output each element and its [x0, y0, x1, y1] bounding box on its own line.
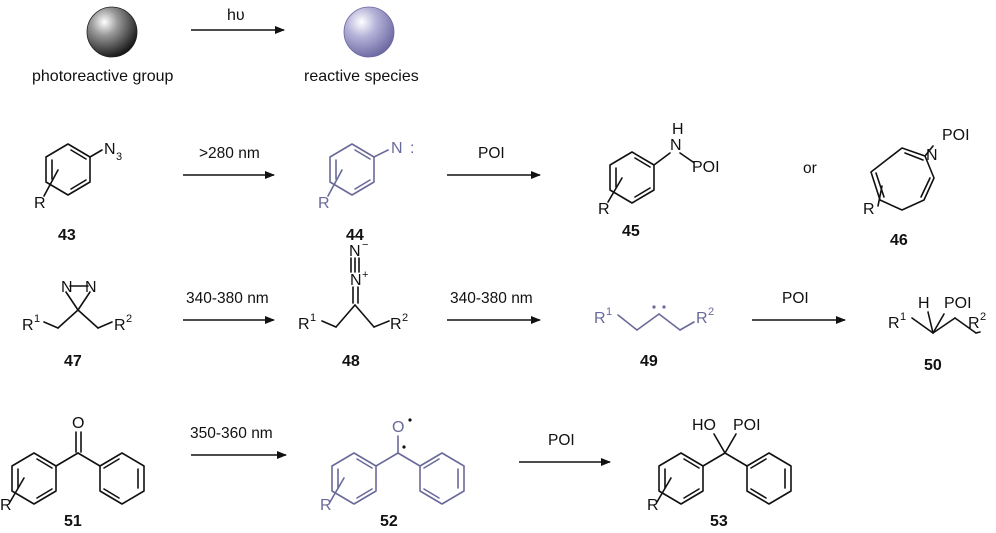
svg-text:R: R: [598, 201, 610, 218]
svg-text:2: 2: [402, 312, 408, 324]
cond-row1-step2: POI: [478, 145, 505, 162]
reactive-species-sphere: [343, 6, 395, 58]
cond-row2-step1: 340-380 nm: [186, 290, 269, 307]
cond-row1-step1: >280 nm: [199, 145, 260, 162]
svg-text:N: N: [61, 279, 73, 296]
label-46: 46: [890, 232, 908, 249]
svg-text:R: R: [390, 316, 402, 333]
svg-text:POI: POI: [733, 417, 761, 434]
svg-text:N: N: [670, 137, 682, 154]
svg-text:3: 3: [116, 151, 122, 163]
svg-text:R: R: [647, 497, 659, 514]
cond-row3-step2: POI: [548, 432, 575, 449]
svg-text:2: 2: [980, 311, 986, 323]
svg-text:N: N: [104, 141, 116, 158]
svg-text::: :: [410, 140, 414, 157]
svg-text:R: R: [114, 317, 126, 334]
svg-text:N: N: [391, 140, 403, 157]
legend: photoreactive group hυ reactive species: [32, 6, 419, 85]
svg-text:R: R: [34, 195, 46, 212]
svg-text:POI: POI: [944, 295, 972, 312]
label-51: 51: [64, 513, 82, 530]
svg-text:R: R: [863, 201, 875, 218]
svg-text:1: 1: [900, 311, 906, 323]
svg-text:R: R: [968, 315, 980, 332]
label-48: 48: [342, 353, 360, 370]
compound-47: N N R 1 R 2 47: [22, 279, 132, 370]
svg-text:−: −: [362, 239, 368, 251]
svg-text:+: +: [362, 269, 368, 281]
svg-text:R: R: [594, 310, 606, 327]
svg-text:R: R: [888, 315, 900, 332]
svg-text:R: R: [298, 316, 310, 333]
compound-44: N : R 44: [318, 140, 414, 244]
compound-48: N + N − R 1 R 2 48: [298, 239, 408, 370]
svg-text:R: R: [318, 195, 330, 212]
label-50: 50: [924, 357, 942, 374]
photoreactive-group-caption: photoreactive group: [32, 68, 174, 85]
compound-52: O R 52: [320, 418, 465, 530]
svg-text:R: R: [696, 310, 708, 327]
svg-text:N: N: [926, 147, 938, 164]
cond-row3-step1: 350-360 nm: [190, 425, 273, 442]
svg-text:1: 1: [606, 306, 612, 318]
svg-text:H: H: [918, 295, 930, 312]
svg-text:H: H: [672, 121, 684, 138]
compound-45: N H POI R 45: [598, 121, 720, 240]
label-45: 45: [622, 223, 640, 240]
svg-text:2: 2: [126, 313, 132, 325]
compound-51: O R 51: [0, 415, 145, 530]
label-47: 47: [64, 353, 82, 370]
compound-49: R 1 R 2 49: [594, 305, 714, 370]
svg-text:2: 2: [708, 306, 714, 318]
svg-text:HO: HO: [692, 417, 716, 434]
svg-text:N: N: [350, 272, 362, 289]
label-53: 53: [710, 513, 728, 530]
svg-text:N: N: [85, 279, 97, 296]
compound-46: N POI R 46: [863, 127, 970, 249]
label-44: 44: [346, 227, 364, 244]
compound-53: HO POI R 53: [647, 417, 792, 530]
svg-text:1: 1: [310, 312, 316, 324]
label-52: 52: [380, 513, 398, 530]
svg-text:O: O: [72, 415, 84, 432]
compound-43: N 3 R 43: [34, 141, 122, 244]
svg-text:O: O: [392, 419, 404, 436]
reactive-species-caption: reactive species: [304, 68, 419, 85]
svg-text:N: N: [349, 243, 361, 260]
svg-text:1: 1: [34, 313, 40, 325]
svg-text:R: R: [320, 497, 332, 514]
cond-row1-or: or: [803, 160, 817, 177]
svg-text:R: R: [0, 497, 12, 514]
photoreactive-group-sphere: [86, 6, 138, 58]
cond-row2-step2: 340-380 nm: [450, 290, 533, 307]
svg-text:R: R: [22, 317, 34, 334]
svg-text:POI: POI: [692, 159, 720, 176]
compound-50: H POI R 1 R 2 50: [888, 295, 986, 374]
svg-text:POI: POI: [942, 127, 970, 144]
legend-arrow-label: hυ: [227, 7, 245, 24]
label-49: 49: [640, 353, 658, 370]
cond-row2-step3: POI: [782, 290, 809, 307]
label-43: 43: [58, 227, 76, 244]
